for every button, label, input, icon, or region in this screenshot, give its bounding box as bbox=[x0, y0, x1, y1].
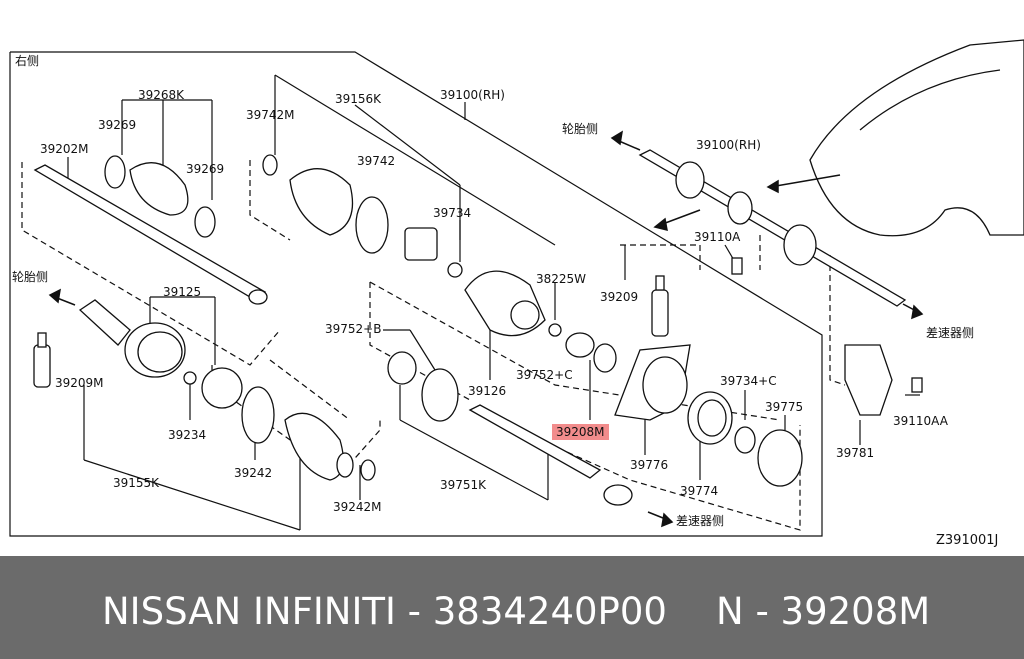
part-label-39125: 39125 bbox=[163, 285, 202, 299]
part-label-39100RH: 39100(RH) bbox=[696, 138, 761, 152]
part-label-39234: 39234 bbox=[168, 428, 207, 442]
part-label-39208M-highlighted: 39208M bbox=[552, 424, 609, 440]
frame-outline bbox=[9, 51, 823, 537]
part-label-39781: 39781 bbox=[836, 446, 875, 460]
part-number-banner: NISSAN INFINITI - 3834240P00 N - 39208M bbox=[0, 556, 1024, 659]
part-label-39242: 39242 bbox=[234, 466, 273, 480]
brand-and-oem-number: NISSAN INFINITI - 3834240P00 bbox=[102, 590, 667, 633]
part-label-39242M: 39242M bbox=[333, 500, 382, 514]
part-label-39752C: 39752+C bbox=[516, 368, 573, 382]
part-label-39734C: 39734+C bbox=[720, 374, 777, 388]
leader-lines bbox=[67, 74, 920, 531]
part-label-39156K: 39156K bbox=[335, 92, 382, 106]
part-label-39100RH: 39100(RH) bbox=[440, 88, 505, 102]
part-label-39268K: 39268K bbox=[138, 88, 185, 102]
part-label-39110AA: 39110AA bbox=[893, 414, 948, 428]
parts bbox=[33, 39, 1024, 506]
direction-label-wheel-side: 轮胎侧 bbox=[12, 270, 49, 284]
part-label-39269: 39269 bbox=[186, 162, 225, 176]
part-label-39209: 39209 bbox=[600, 290, 639, 304]
part-label-39751K: 39751K bbox=[440, 478, 487, 492]
part-label-39155K: 39155K bbox=[113, 476, 160, 490]
part-label-39110A: 39110A bbox=[694, 230, 741, 244]
parts-diagram: 右侧 39268K 39269 39269 39202M 39742M 3915… bbox=[9, 39, 1024, 548]
part-label-39775: 39775 bbox=[765, 400, 804, 414]
part-label-39752B: 39752+B bbox=[325, 322, 382, 336]
direction-label-diff-side: 差速器侧 bbox=[926, 326, 975, 340]
part-label-39742M: 39742M bbox=[246, 108, 295, 122]
direction-label-wheel-side: 轮胎侧 bbox=[562, 122, 599, 136]
direction-label-diff-side: 差速器侧 bbox=[676, 514, 725, 528]
diagram-drawing bbox=[9, 39, 1024, 537]
part-label-39202M: 39202M bbox=[40, 142, 89, 156]
direction-arrows bbox=[48, 130, 924, 528]
section-title: 右侧 bbox=[15, 54, 40, 68]
part-label-39774: 39774 bbox=[680, 484, 719, 498]
part-label-39776: 39776 bbox=[630, 458, 669, 472]
part-label-38225W: 38225W bbox=[536, 272, 587, 286]
part-label-39734: 39734 bbox=[433, 206, 472, 220]
diagram-part-number: N - 39208M bbox=[716, 590, 931, 633]
part-label-39126: 39126 bbox=[468, 384, 507, 398]
figure-code: Z391001J bbox=[936, 533, 999, 548]
part-label-39269: 39269 bbox=[98, 118, 137, 132]
part-label-39742: 39742 bbox=[357, 154, 396, 168]
part-label-39209M: 39209M bbox=[55, 376, 104, 390]
